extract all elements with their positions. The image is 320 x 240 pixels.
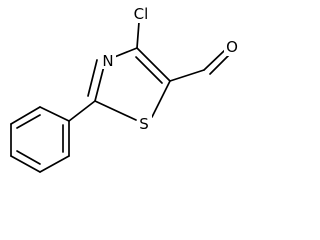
bond-n3-c2 (94, 65, 105, 102)
bond-c5-cho (169, 69, 205, 82)
phenyl-bond-1 (39, 106, 70, 122)
bond-c4-n3 (111, 47, 138, 59)
phenyl-bond-5 (39, 155, 70, 173)
bond-c2-s1 (94, 100, 137, 121)
bond-co-double (209, 53, 231, 75)
svg-text:Cl: Cl (134, 5, 149, 23)
bond-n3-c2-double (87, 59, 98, 97)
bond-c5-c4 (136, 47, 171, 82)
phenyl-double-1 (16, 114, 41, 129)
atom-o-label: O (224, 38, 240, 56)
svg-text:S: S (139, 115, 149, 133)
phenyl-double-2 (16, 150, 41, 165)
atom-s-label: S (137, 115, 152, 133)
phenyl-bond-2 (10, 106, 41, 125)
svg-text:O: O (226, 38, 238, 56)
svg-text:N: N (102, 52, 113, 70)
atom-n-label: N (101, 52, 116, 70)
bond-s1-c5 (151, 80, 171, 118)
bond-c2-phenyl (68, 100, 96, 122)
bond-co (203, 49, 226, 71)
bond-c4-cl (136, 21, 140, 49)
phenyl-bond-4 (10, 155, 41, 173)
bond-c5-c4-double (135, 56, 163, 84)
atom-cl-label: Cl (129, 4, 153, 23)
structure-drawing: Cl N S O (10, 4, 240, 173)
